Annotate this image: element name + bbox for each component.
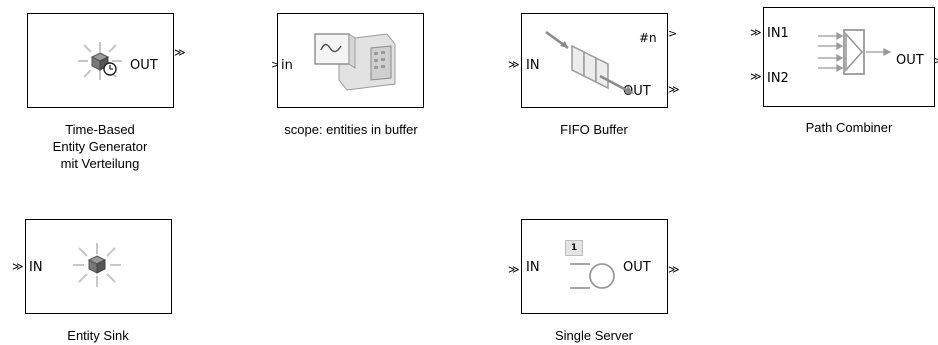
server-icon bbox=[570, 263, 615, 289]
path-combiner-block[interactable]: IN1 IN2 OUT bbox=[763, 7, 935, 107]
combiner-in2-port-label: IN2 bbox=[767, 71, 789, 86]
server-capacity-value: 1 bbox=[570, 243, 578, 253]
server-caption: Single Server bbox=[554, 328, 634, 343]
fifo-out-port-arrow[interactable]: ≫ bbox=[668, 83, 680, 96]
scope-caption: scope: entities in buffer bbox=[284, 122, 418, 137]
scope-in-port-label: in bbox=[281, 58, 293, 73]
combiner-in2-port-arrow[interactable]: ≫ bbox=[750, 70, 762, 83]
combiner-in1-port-arrow[interactable]: ≫ bbox=[750, 26, 762, 39]
fifo-buffer-block[interactable]: IN #n OUT bbox=[521, 13, 668, 108]
scope-instrument-icon bbox=[314, 33, 396, 91]
generator-caption-line-1: Time-Based bbox=[65, 122, 135, 137]
server-in-port-arrow[interactable]: ≫ bbox=[508, 263, 520, 276]
scope-in-port-arrow[interactable]: > bbox=[271, 58, 281, 71]
combiner-caption: Path Combiner bbox=[805, 120, 893, 135]
fifo-in-port-label: IN bbox=[526, 58, 540, 73]
generator-out-port-arrow[interactable]: ≫ bbox=[174, 46, 186, 59]
fifo-n-port-label: #n bbox=[639, 31, 657, 45]
fifo-n-port-arrow[interactable]: > bbox=[668, 27, 678, 40]
fifo-out-port-label: OUT bbox=[623, 84, 651, 99]
scope-block[interactable]: in bbox=[277, 13, 424, 108]
generator-caption: Time-Based Entity Generator mit Verteilu… bbox=[50, 121, 150, 172]
generator-caption-line-2: Entity Generator bbox=[52, 139, 148, 154]
fifo-caption: FIFO Buffer bbox=[560, 122, 628, 137]
fifo-queue-icon bbox=[545, 30, 634, 94]
single-server-block[interactable]: IN OUT 1 bbox=[521, 219, 668, 314]
entity-sink-block[interactable]: IN bbox=[25, 219, 172, 314]
server-capacity-badge: 1 bbox=[565, 240, 583, 256]
path-combiner-icon bbox=[818, 29, 892, 75]
server-in-port-label: IN bbox=[526, 260, 540, 275]
fifo-in-port-arrow[interactable]: ≫ bbox=[508, 58, 520, 71]
sink-caption: Entity Sink bbox=[67, 328, 129, 343]
combiner-out-port-label: OUT bbox=[896, 53, 924, 68]
server-out-port-label: OUT bbox=[623, 260, 651, 275]
entity-sink-icon bbox=[73, 243, 121, 287]
server-out-port-arrow[interactable]: ≫ bbox=[668, 263, 680, 276]
generator-caption-line-3: mit Verteilung bbox=[60, 156, 140, 171]
sink-in-port-label: IN bbox=[29, 260, 43, 275]
generator-out-port-label: OUT bbox=[130, 58, 158, 73]
combiner-in1-port-label: IN1 bbox=[767, 26, 789, 41]
sink-in-port-arrow[interactable]: ≫ bbox=[12, 260, 24, 273]
combiner-out-port-arrow[interactable]: > bbox=[933, 54, 938, 67]
entity-generator-block[interactable]: OUT bbox=[27, 13, 174, 108]
entity-generator-icon bbox=[78, 42, 122, 80]
